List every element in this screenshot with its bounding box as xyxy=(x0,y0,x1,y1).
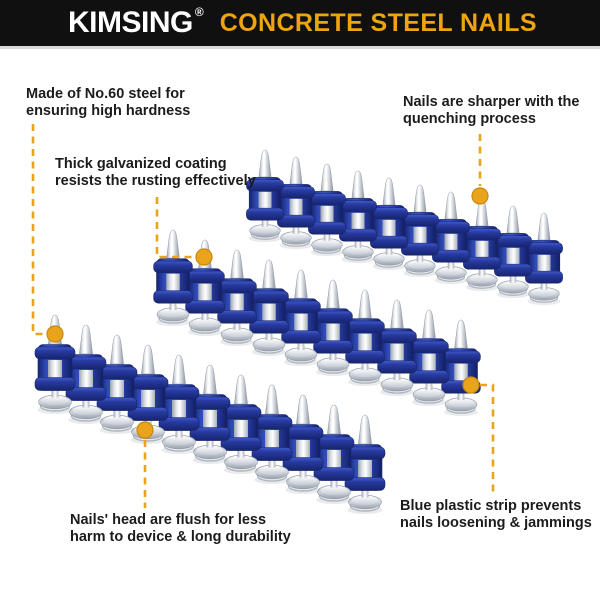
collated-nail xyxy=(276,156,316,250)
callout-steel: Made of No.60 steel for ensuring high ha… xyxy=(26,86,190,120)
collated-nail xyxy=(440,319,482,417)
registered-trademark-icon: ® xyxy=(194,5,204,19)
callout-coating-line2: resists the rusting effectively xyxy=(55,173,256,189)
collated-nail xyxy=(493,205,533,299)
nail-strips-group xyxy=(34,149,564,515)
callout-sharper-line2: quenching process xyxy=(403,111,536,127)
collated-nail xyxy=(312,279,354,377)
leader-heads xyxy=(136,421,154,508)
brand-logo: KIMSING xyxy=(68,6,193,39)
callout-strip-line1: Blue plastic strip prevents xyxy=(400,498,582,514)
collated-nail xyxy=(307,163,347,257)
header-bar: KIMSING ® CONCRETE STEEL NAILS xyxy=(0,0,600,46)
collated-nail xyxy=(524,212,564,306)
leader-steel xyxy=(31,124,64,343)
callout-sharper: Nails are sharper with the quenching pro… xyxy=(403,94,579,128)
page-title: CONCRETE STEEL NAILS xyxy=(219,8,537,37)
collated-nail xyxy=(408,309,450,407)
collated-nail xyxy=(344,289,386,387)
leader-sharper xyxy=(471,134,489,205)
collated-nail xyxy=(376,299,418,397)
collated-nail xyxy=(462,198,502,292)
callout-sharper-line1: Nails are sharper with the xyxy=(403,94,580,110)
collated-nail xyxy=(369,177,409,271)
callout-heads: Nails' head are flush for less harm to d… xyxy=(70,512,291,546)
collated-nail xyxy=(400,184,440,278)
callout-heads-line1: Nails' head are flush for less xyxy=(70,512,267,528)
callout-dot-heads xyxy=(136,421,154,439)
callout-strip: Blue plastic strip prevents nails loosen… xyxy=(400,498,592,532)
callout-steel-line2: ensuring high hardness xyxy=(26,103,191,119)
callout-coating: Thick galvanized coating resists the rus… xyxy=(55,156,256,190)
callout-dot-strip xyxy=(462,376,480,394)
leader-strip xyxy=(462,376,495,492)
collated-nail xyxy=(280,269,322,367)
collated-nail xyxy=(216,249,258,347)
callout-steel-line1: Made of No.60 steel for xyxy=(26,86,185,102)
collated-nail xyxy=(338,170,378,264)
collated-nail xyxy=(248,259,290,357)
leader-coating xyxy=(155,197,213,266)
collated-nail xyxy=(152,229,194,327)
top-nail-strip xyxy=(245,149,564,306)
callout-leader-lines xyxy=(31,124,495,508)
callout-heads-line2: harm to device & long durability xyxy=(70,529,291,545)
callout-dot-sharper xyxy=(471,187,489,205)
callout-strip-line2: nails loosening & jammings xyxy=(400,515,592,531)
callout-dot-coating xyxy=(195,248,213,266)
callout-dot-steel xyxy=(46,325,64,343)
collated-nail xyxy=(431,191,471,285)
callout-coating-line1: Thick galvanized coating xyxy=(55,156,227,172)
